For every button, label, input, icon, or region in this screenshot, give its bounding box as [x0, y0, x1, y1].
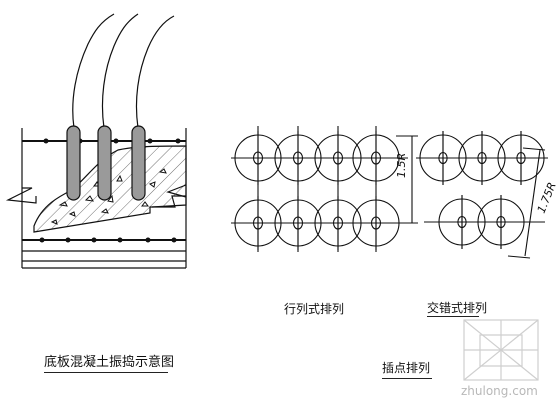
left-formwork-step — [5, 187, 37, 204]
insertion-caption-underline — [382, 378, 432, 379]
grid-spacing-label: 1.5R — [395, 153, 408, 178]
vibrator-poker-3 — [131, 125, 146, 201]
staggered-caption-underline — [427, 316, 479, 317]
watermark-logo — [463, 319, 539, 381]
bottom-rebar-dots — [39, 237, 177, 243]
staggered-dim-tick-bottom — [507, 255, 531, 259]
vibrator-hose-1 — [72, 13, 115, 129]
vibrator-hose-2 — [101, 13, 139, 129]
insertion-arrangement-caption: 插点排列 — [382, 361, 431, 375]
vibrator-poker-2 — [97, 125, 112, 201]
slab-vibration-caption: 底板混凝土振捣示意图 — [44, 355, 175, 370]
grid-arrangement-caption: 行列式排列 — [284, 302, 345, 316]
staggered-spacing-label: 1.75R — [535, 180, 559, 215]
slab-vibration-sketch — [5, 13, 187, 269]
right-formwork-step — [151, 184, 187, 208]
staggered-arrangement — [416, 131, 548, 259]
vibrator-poker-1 — [66, 125, 81, 201]
grid-arrangement — [231, 126, 418, 252]
staggered-arrangement-caption: 交错式排列 — [427, 301, 488, 315]
staggered-dim-tick-top — [522, 147, 546, 151]
staggered-dim-line — [524, 149, 541, 257]
vibrator-hose-3 — [135, 15, 175, 129]
slab-caption-underline — [44, 372, 168, 373]
watermark-text: zhulong.com — [461, 384, 538, 398]
